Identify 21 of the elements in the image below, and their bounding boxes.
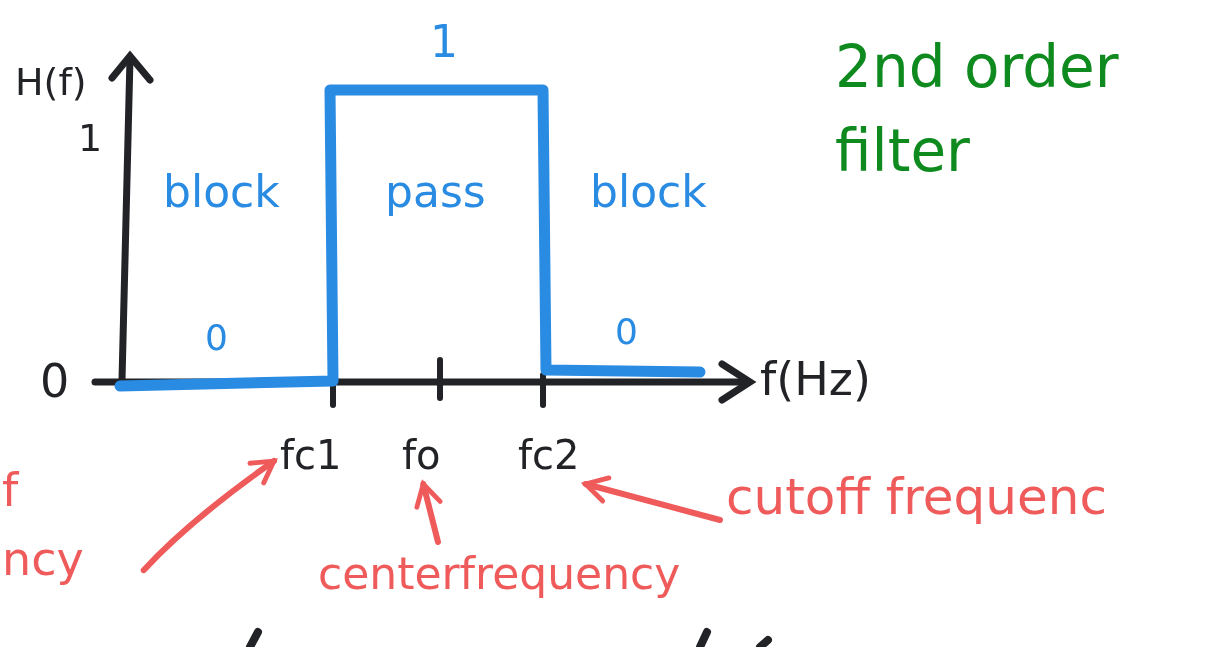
value-label: 0 (205, 318, 228, 358)
value-label: 1 (430, 18, 458, 67)
tick-label: 1 (78, 118, 103, 160)
arrow (582, 475, 723, 523)
axis-label: f(Hz) (760, 354, 871, 405)
diagram-title: 2nd order filter (835, 32, 1120, 188)
annotation-text: centerfrequency (318, 548, 681, 599)
region-label: block (163, 168, 280, 217)
frequency-label: fc1 (280, 432, 342, 478)
tick-label: 0 (40, 356, 70, 407)
annotation-text: cutoff frequenc (726, 468, 1107, 526)
region-label: block (590, 168, 707, 217)
arrow (140, 458, 277, 574)
arrow (414, 481, 443, 545)
annotation-text: f (2, 465, 20, 516)
annotation-text: ncy (2, 533, 84, 585)
frequency-label: fc2 (518, 432, 580, 478)
region-label: pass (385, 168, 486, 217)
axis-label: H(f) (15, 62, 87, 104)
frequency-label: fo (402, 432, 441, 478)
value-label: 0 (615, 312, 638, 352)
